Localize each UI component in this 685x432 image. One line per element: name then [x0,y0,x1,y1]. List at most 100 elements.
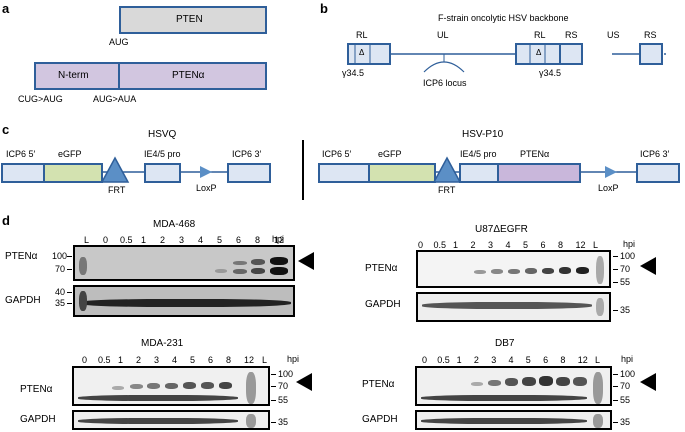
lane-label: L [593,240,599,250]
blot2-ptena-panel [416,250,611,288]
lane-label: 12 [575,240,586,250]
panel-d-letter: d [2,213,10,228]
lane-label: 3 [491,355,497,365]
lane-label: 0 [422,355,428,365]
lane-label: 4 [172,355,178,365]
ptena-label: PTENα [172,70,205,81]
blot4-gapdh-panel [415,410,612,430]
blot3-row1-label: PTENα [20,384,53,395]
hsvp10-construct [318,156,680,183]
blot3-ptena-panel [72,366,270,406]
lane-label: L [84,235,90,245]
lane-label: 2 [470,240,476,250]
rs-label-1: RS [565,30,578,40]
hsvp10-egfp-label: eGFP [378,149,402,159]
delta-symbol-1: Δ [359,48,365,57]
lane-label: 12 [274,235,285,245]
aug-label: AUG [109,37,129,47]
blot2-mw-70: 70 [620,264,631,274]
lane-label: 0.5 [437,355,450,365]
lane-label: 1 [456,355,462,365]
lane-label: 5 [217,235,223,245]
blot2-mw-35: 35 [620,305,631,315]
blot3-mw-55: 55 [278,395,289,405]
panel-a-letter: a [2,1,10,16]
lane-label: L [262,355,268,365]
blot3-mw-100: 100 [278,369,294,379]
lane-label: 8 [255,235,261,245]
blot4-mw-35: 35 [620,417,631,427]
hsvq-frt-label: FRT [108,185,126,195]
nterm-box [34,62,120,90]
blot3-hpi: hpi [287,354,300,364]
blot2-mw-55: 55 [620,277,631,287]
hsvq-ie45-label: IE4/5 pro [144,149,181,159]
lane-label: 6 [208,355,214,365]
hsvq-egfp-label: eGFP [58,149,82,159]
hsvp10-ie45-label: IE4/5 pro [460,149,497,159]
lane-label: 8 [226,355,232,365]
lane-label: 0.5 [98,355,111,365]
pten-label: PTEN [176,14,203,25]
blot4-mw-70: 70 [620,381,631,391]
blot4-hpi: hpi [621,354,634,364]
hsvp10-title: HSV-P10 [462,129,504,140]
blot1-mw-70: 70 [55,264,66,274]
hsvq-loxp-label: LoxP [196,183,217,193]
lane-label: 6 [540,240,546,250]
lane-label: 1 [118,355,124,365]
lane-label: 6 [236,235,242,245]
icp6-locus-label: ICP6 locus [423,78,467,88]
lane-label: 3 [488,240,494,250]
hsvp10-icp6-5-label: ICP6 5′ [322,149,352,159]
hsv-backbone-diagram [347,43,666,73]
lane-label: 2 [473,355,479,365]
blot1-ptena-panel [73,245,295,281]
rl-label-1: RL [356,30,368,40]
hsvq-construct [1,156,271,183]
lane-label: 4 [505,240,511,250]
lane-label: 0 [103,235,109,245]
gamma-label-2: γ34.5 [539,68,562,78]
panel-b-letter: b [320,1,328,16]
blot2-row1-label: PTENα [365,263,398,274]
hsvq-icp6-3-label: ICP6 3′ [232,149,262,159]
blot2-gapdh-panel [416,292,611,322]
lane-label: 0.5 [433,240,447,250]
blot1-mw-40: 40 [55,287,66,297]
hsvq-title: HSVQ [148,129,177,140]
blot1-mw-100: 100 [52,251,68,261]
rl-label-2: RL [534,30,546,40]
blot2-arrowhead [640,257,656,275]
blot3-mw-70: 70 [278,381,289,391]
blot4-mw-55: 55 [620,395,631,405]
ul-label: UL [437,30,449,40]
hsvq-icp6-5-label: ICP6 5′ [6,149,36,159]
delta-symbol-2: Δ [536,48,542,57]
lane-label: 5 [525,355,531,365]
blot3-gapdh-panel [72,410,270,430]
rs-label-2: RS [644,30,657,40]
blot3-row2-label: GAPDH [20,414,56,425]
blot1-row2-label: GAPDH [5,295,41,306]
lane-label: 2 [136,355,142,365]
blot1-arrowhead [298,252,314,270]
lane-label: 5 [523,240,529,250]
lane-label: 0.5 [120,235,133,245]
blot2-row2-label: GAPDH [365,299,401,310]
hsvp10-icp6-3-label: ICP6 3′ [640,149,670,159]
lane-label: 12 [577,355,588,365]
blot4-row1-label: PTENα [362,379,395,390]
cug-aug-label: CUG>AUG [18,94,63,104]
blot4-title: DB7 [495,338,515,349]
blot2-mw-100: 100 [620,251,636,261]
gamma-label-1: γ34.5 [342,68,365,78]
blot1-gapdh-panel [73,285,295,317]
lane-label: 3 [179,235,185,245]
lane-label: 2 [160,235,166,245]
nterm-label: N-term [58,70,89,81]
blot1-title: MDA-468 [153,219,196,230]
lane-label: 3 [154,355,160,365]
hsvp10-frt-label: FRT [438,185,456,195]
blot1-hpi: hpi [272,234,285,244]
